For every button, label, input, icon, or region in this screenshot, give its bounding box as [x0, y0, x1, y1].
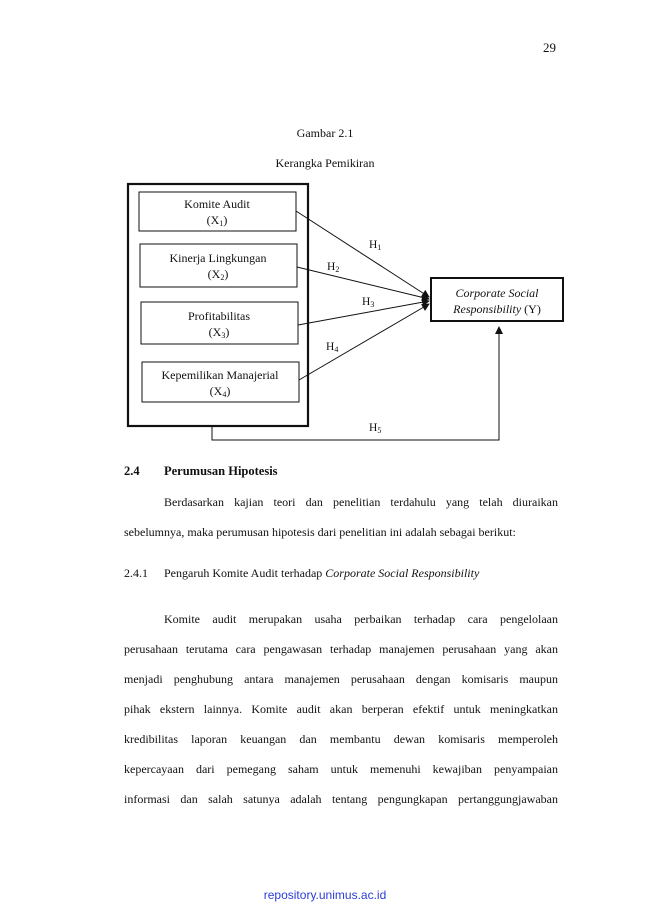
subsection-title-italic: Corporate Social Responsibility — [325, 566, 480, 580]
node-label: Profitabilitas — [188, 309, 250, 323]
edge-h3 — [297, 298, 430, 326]
paragraph-line: kepercayaan dari pemegang saham untuk me… — [124, 762, 558, 776]
edge-label-h5: H5 — [369, 422, 381, 435]
edge-h1 — [295, 210, 430, 298]
node-label: Kinerja Lingkungan — [170, 251, 267, 265]
node-komite-audit: Komite Audit (X1) — [138, 191, 297, 232]
subsection-title: Pengaruh Komite Audit terhadap Corporate… — [164, 566, 479, 581]
edge-label-h2: H2 — [327, 261, 339, 274]
framework-diagram: Komite Audit (X1) Kinerja Lingkungan (X2… — [126, 182, 564, 441]
paragraph-line: kredibilitas laporan keuangan dan memban… — [124, 732, 558, 746]
node-variable: (X1) — [207, 213, 228, 228]
repository-footer-link[interactable]: repository.unimus.ac.id — [263, 888, 387, 902]
komite-audit-paragraph: Komite audit merupakan usaha perbaikan t… — [124, 604, 558, 814]
paragraph-line: Berdasarkan kajian teori dan penelitian … — [164, 495, 558, 509]
section-number: 2.4 — [124, 464, 140, 478]
target-line2: Responsibility (Y) — [452, 302, 541, 316]
section-intro-paragraph: Berdasarkan kajian teori dan penelitian … — [124, 487, 558, 547]
node-kinerja-lingkungan: Kinerja Lingkungan (X2) — [139, 243, 298, 288]
node-kepemilikan-manajerial: Kepemilikan Manajerial (X4) — [141, 361, 300, 403]
node-variable: (X4) — [210, 384, 231, 399]
paragraph-line: pihak ekstern lainnya. Komite audit akan… — [124, 702, 558, 716]
node-variable: (X2) — [208, 267, 229, 282]
node-profitabilitas: Profitabilitas (X3) — [140, 301, 299, 345]
paragraph-line: informasi dan salah satunya adalah tenta… — [124, 792, 558, 806]
subsection-title-plain: Pengaruh Komite Audit terhadap — [164, 566, 326, 580]
node-corporate-social-responsibility: Corporate Social Responsibility (Y) — [430, 277, 564, 322]
page-number: 29 — [543, 40, 556, 55]
node-variable: (X3) — [209, 325, 230, 340]
paragraph-line: menjadi penghubung antara manajemen peru… — [124, 672, 558, 686]
paragraph-line: sebelumnya, maka perumusan hipotesis dar… — [124, 525, 516, 539]
subsection-number: 2.4.1 — [124, 566, 148, 580]
edge-label-h4: H4 — [326, 341, 338, 354]
target-line1: Corporate Social — [456, 286, 540, 300]
independent-variables-group — [126, 182, 310, 428]
section-title: Perumusan Hipotesis — [164, 464, 278, 478]
edge-h4 — [298, 303, 430, 381]
edge-h5 — [211, 326, 503, 441]
figure-title: Kerangka Pemikiran — [275, 156, 375, 170]
edge-label-h3: H3 — [362, 296, 374, 309]
node-label: Komite Audit — [184, 197, 250, 211]
figure-label: Gambar 2.1 — [296, 126, 354, 140]
paragraph-line: perusahaan terutama cara pengawasan terh… — [124, 642, 558, 656]
node-label: Kepemilikan Manajerial — [162, 368, 280, 382]
edge-h2 — [296, 266, 430, 302]
paragraph-line: Komite audit merupakan usaha perbaikan t… — [164, 612, 558, 626]
edge-label-h1: H1 — [369, 239, 381, 252]
